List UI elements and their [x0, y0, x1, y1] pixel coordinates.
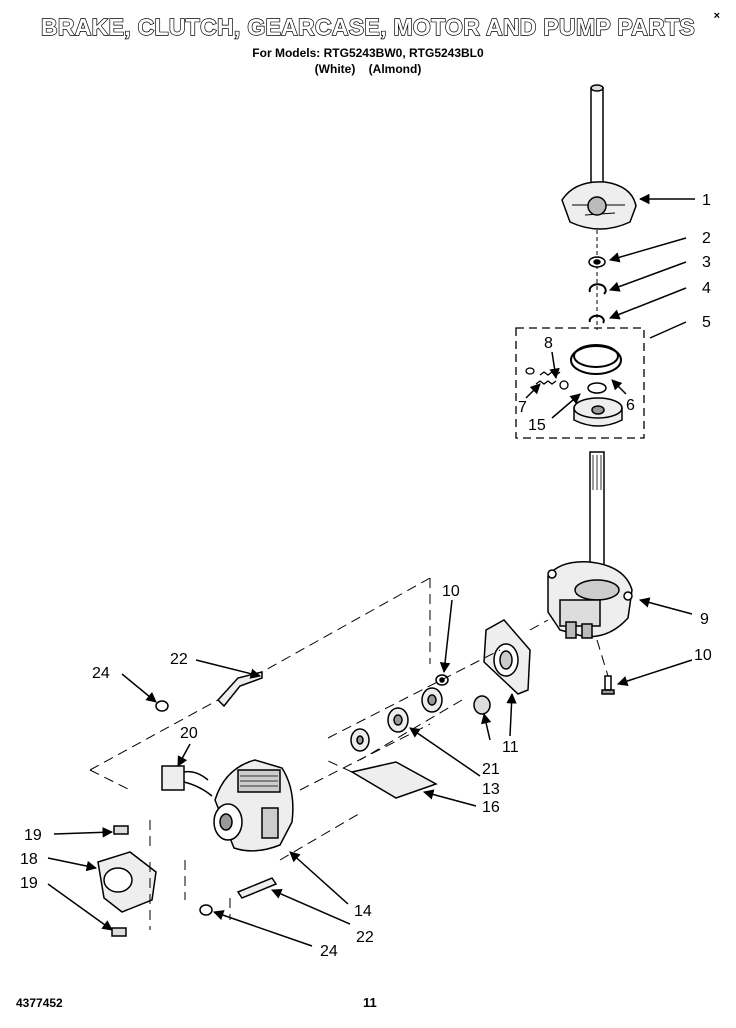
- callout-22-bottom: 22: [356, 929, 374, 946]
- callout-2: 2: [702, 230, 711, 247]
- retaining-ring-part: [588, 283, 607, 295]
- page-number: 11: [363, 995, 377, 1010]
- clutch-assembly-box: [515, 327, 645, 439]
- callout-10-right: 10: [694, 647, 712, 664]
- callout-5: 5: [702, 314, 711, 331]
- callout-19-top: 19: [24, 827, 42, 844]
- pump-adapter-plate-part: [483, 619, 531, 695]
- pump-impeller-part: [350, 687, 443, 752]
- page-title: BRAKE, CLUTCH, GEARCASE, MOTOR AND PUMP …: [40, 13, 696, 40]
- callout-22-top: 22: [170, 651, 188, 668]
- callout-21: 21: [482, 761, 500, 778]
- motor-switch-part: [161, 765, 213, 797]
- callout-13: 13: [482, 781, 500, 798]
- leader-arrows: [47, 193, 695, 947]
- assembly-lines: [89, 577, 609, 930]
- colors-line: (White) (Almond): [314, 62, 422, 76]
- callout-14: 14: [354, 903, 372, 920]
- motor-bracket-part: [216, 671, 278, 899]
- pump-housing-part: [97, 851, 157, 913]
- callout-11: 11: [502, 739, 519, 756]
- bolt-part: [601, 675, 615, 695]
- screw-part: [155, 700, 213, 916]
- callout-16: 16: [482, 799, 500, 816]
- gearcase-part: [547, 561, 633, 639]
- callout-24-top: 24: [92, 665, 110, 682]
- brake-drum-shaft-part: [561, 84, 637, 230]
- callout-24-bottom: 24: [320, 943, 338, 960]
- callout-9: 9: [700, 611, 709, 628]
- models-line: For Models: RTG5243BW0, RTG5243BL0: [252, 46, 484, 60]
- callout-1: 1: [702, 192, 711, 209]
- callout-18: 18: [20, 851, 38, 868]
- callout-15: 15: [528, 417, 546, 434]
- clutch-hub-part: [573, 382, 623, 427]
- callout-7: 7: [518, 399, 527, 416]
- clamp-part: [111, 825, 129, 937]
- callout-20: 20: [180, 725, 198, 742]
- callout-4: 4: [702, 280, 711, 297]
- spring-part: [525, 367, 569, 390]
- clip-part: [588, 314, 605, 324]
- document-number: 4377452: [16, 996, 63, 1010]
- corner-mark: ×: [713, 10, 720, 22]
- callout-3: 3: [702, 254, 711, 271]
- nut-part: [435, 674, 449, 686]
- callout-10-top: 10: [442, 583, 460, 600]
- washer-part: [588, 256, 606, 268]
- callout-labels: 1 2 3 4 5 8 6 7 15 10 9 10 22 24 20 11 2…: [20, 192, 712, 960]
- motor-pad-part: [349, 761, 438, 799]
- clutch-band-part: [570, 344, 622, 375]
- callout-6: 6: [626, 397, 635, 414]
- grommet-part: [473, 695, 491, 715]
- callout-8: 8: [544, 335, 553, 352]
- callout-19-bottom: 19: [20, 875, 38, 892]
- motor-part: [213, 759, 294, 852]
